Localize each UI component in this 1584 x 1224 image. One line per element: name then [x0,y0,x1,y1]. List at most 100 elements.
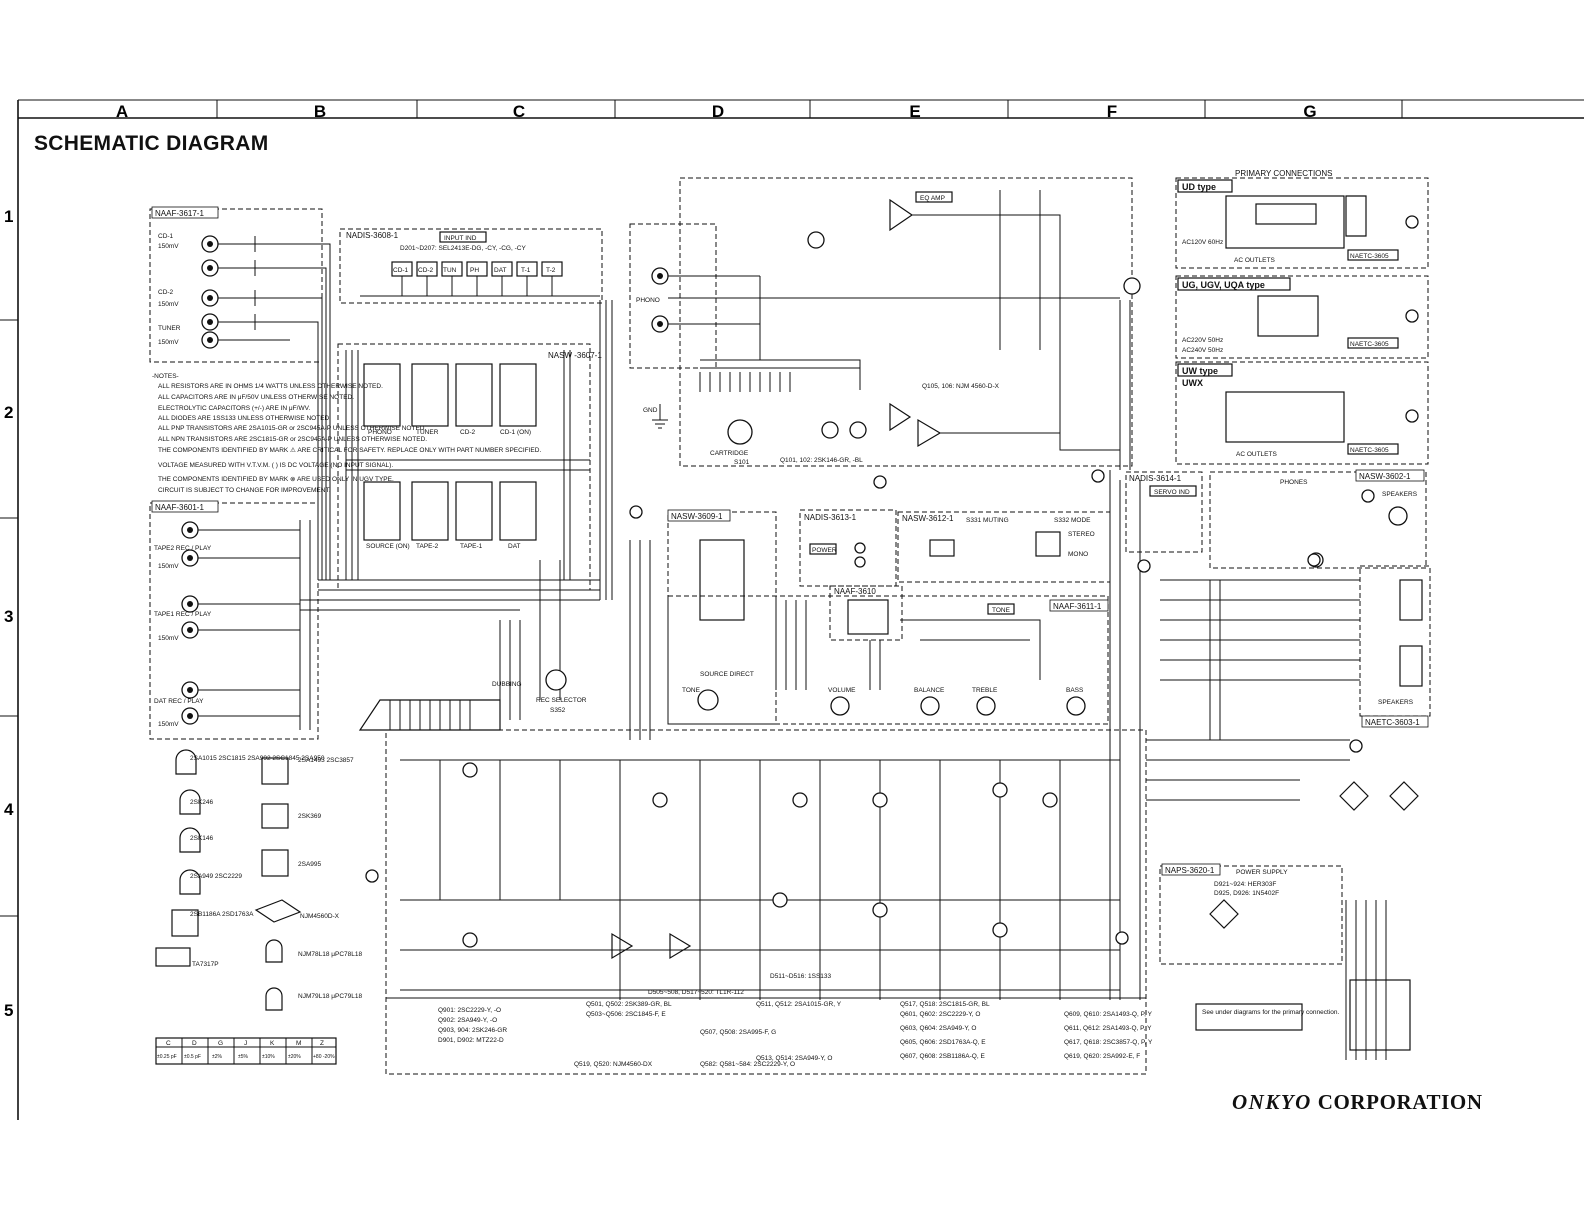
notes-block: -NOTES- ALL RESISTORS ARE IN OHMS 1/4 WA… [152,373,541,494]
jack-level: 150mV [158,301,179,308]
part-legend-entry: 2SA949 2SC2229 [190,873,242,880]
cartridge-switch [727,419,753,445]
ac-spec: AC220V 50Hz [1182,337,1223,344]
cap-tolerance: +80 -20% [313,1054,335,1060]
input-label: PH [470,267,479,274]
phones-label: PHONES [1280,479,1308,486]
board-label: NAAF-3611-1 [1053,602,1102,611]
board-nadis-3608: NADIS-3608-1 INPUT IND D201~D207: SEL241… [339,228,603,304]
board-label: NADIS-3614-1 [1129,474,1182,483]
part-entry: Q517, Q518: 2SC1815-GR, BL [900,1001,990,1008]
board-label: NASW-3612-1 [902,514,954,523]
mono-label: MONO [1068,551,1088,558]
switch-label: CD-2 [460,429,476,436]
row-label: 5 [4,1001,13,1020]
cap-tolerance: ±0.5 pF [184,1054,201,1060]
part-legend-entry: 2SA1015 2SC1815 2SA992 2SC1845 2SA950 [190,755,325,762]
balance-pot [920,696,940,716]
cap-tolerance: ±10% [262,1054,275,1060]
dubbing-label: DUBBING [492,681,522,688]
harness-wires: REC SELECTOR S352 DUBBING [290,243,600,731]
part-entry: D901, D902: MTZ22-D [438,1037,504,1044]
opamp-symbol [917,418,942,448]
phono-label: PHONO [636,297,660,304]
jack-group-label: TUNER [158,325,181,332]
jack-group-label: DAT REC / PLAY [154,698,204,705]
jack-level: 150mV [158,563,179,570]
part-entry: Q619, Q620: 2SA992-E, F [1064,1053,1140,1060]
ac-spec: AC240V 50Hz [1182,347,1223,354]
input-label: CD-1 [393,267,409,274]
cap-tolerance: ±0.25 pF [157,1054,177,1060]
input-label: DAT [494,267,507,274]
board-label: NAETC-3603-1 [1365,718,1420,727]
cap-code: M [296,1040,301,1047]
switch-label: DAT [508,543,521,550]
col-label: F [1107,102,1117,121]
variant-label: UWX [1182,378,1203,388]
board-label: NASW -3607-1 [548,351,602,360]
part-entry: Q605, Q606: 2SD1763A-Q, E [900,1039,986,1046]
board-label: NADIS-3608-1 [346,231,399,240]
note-line: ALL CAPACITORS ARE IN μF/50V UNLESS OTHE… [158,394,354,401]
board-naaf-3601: NAAF-3601-1 TAPE2 REC / PLAY 150mV TAPE1… [149,500,319,740]
board-label: NAPS-3620-1 [1165,866,1215,875]
part-entry: Q601, Q602: 2SC2229-Y, O [900,1011,980,1018]
rec-selector-knob [545,669,567,691]
part-entry: Q901: 2SC2229-Y, -O [438,1007,501,1014]
part-entry: Q603, Q604: 2SA949-Y, O [900,1025,977,1032]
jack-group-label: CD-2 [158,289,174,296]
switch-label: SOURCE (ON) [366,543,410,550]
speakers-label: SPEAKERS [1382,491,1418,498]
brand-suffix: CORPORATION [1317,1090,1483,1114]
note-line: THE COMPONENTS IDENTIFIED BY MARK ⚠ ARE … [158,446,541,454]
power-transformer [1349,979,1411,1051]
eq-amp-label: EQ AMP [920,195,945,202]
board-label: NAAF-3601-1 [155,503,204,512]
col-label: A [116,102,128,121]
switch-label: TAPE-1 [460,543,483,550]
opamp-part: Q105, 106: NJM 4560-D-X [922,383,1000,390]
jack-group-label: TAPE2 REC / PLAY [154,545,212,552]
board-label: NASW-3602-1 [1359,472,1411,481]
note-line: ALL RESISTORS ARE IN OHMS 1/4 WATTS UNLE… [158,383,383,390]
cap-code: Z [320,1040,324,1047]
gnd-label: GND [643,407,658,414]
variant-label: UW type [1182,366,1218,376]
part-entry: Q607, Q608: 2SB1186A-Q, E [900,1053,985,1060]
part-entry: Q902: 2SA949-Y, -O [438,1017,497,1024]
source-direct-label: SOURCE DIRECT [700,671,754,678]
part-entry: Q513, Q514: 2SA949-Y, O [756,1055,833,1062]
input-label: CD-2 [418,267,434,274]
row-label: 1 [4,207,13,226]
part-legend-entry: 2SK146 [190,835,214,842]
note-line: -NOTES- [152,373,179,380]
part-legend-entry: NJM79L18 μPC79L18 [298,993,362,1000]
board-label: NASW-3609-1 [671,512,723,521]
diode-note: D511~D516: 1SS133 [770,973,832,980]
page-title: SCHEMATIC DIAGRAM [34,132,269,155]
bridge-rectifier [1209,899,1239,929]
input-label: TUN [443,267,457,274]
jack-level: 150mV [158,635,179,642]
note-line: ALL PNP TRANSISTORS ARE 2SA1015-GR or 2S… [158,425,426,432]
diode-note: D921~924: HER303F [1214,881,1276,888]
switch-bank-top [363,363,537,427]
jack-group-label: TAPE1 REC / PLAY [154,611,212,618]
grid-frame [0,99,1584,1120]
note-line: ALL DIODES ARE 1SS133 UNLESS OTHERWISE N… [158,415,331,422]
transistor-list: Q901: 2SC2229-Y, -O Q902: 2SA949-Y, -O Q… [438,1001,1153,1068]
see-under-note: See under diagrams for the primary conne… [1202,1009,1339,1016]
note-line: ELECTROLYTIC CAPACITORS (+/-) ARE IN μF/… [158,405,310,412]
opamp-symbol [889,198,914,232]
diode-note: D925, D926: 1N5402F [1214,890,1279,897]
part-legend-entry: 2SB1186A 2SD1763A [190,911,254,918]
primary-connections-title: PRIMARY CONNECTIONS [1235,169,1333,178]
cartridge-label: CARTRIDGE [710,450,749,457]
col-label: G [1303,102,1316,121]
part-entry: Q501, Q502: 2SK389-GR, BL [586,1001,672,1008]
variant-label: UG, UGV, UQA type [1182,280,1265,290]
switch-bank-bottom [363,481,537,541]
brand-name: ONKYO [1232,1090,1312,1114]
switch-label: CD-1 (ON) [500,429,531,436]
